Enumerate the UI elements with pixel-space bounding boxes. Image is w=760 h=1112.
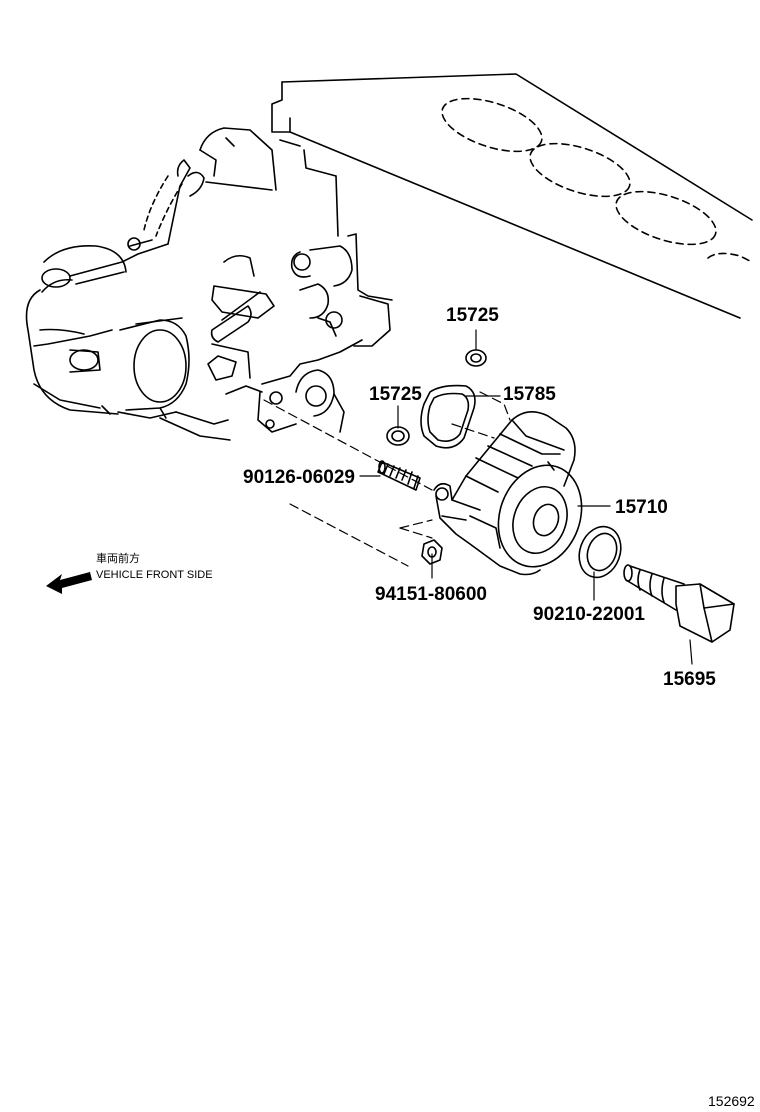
- part-label-oring: 15785: [503, 384, 556, 405]
- engine-block: [271, 73, 753, 319]
- oil-cooler-assembly: [433, 411, 583, 576]
- engine-housing: [25, 127, 393, 441]
- stud-bolt: [377, 460, 421, 491]
- part-label-nut: 94151-80600: [375, 584, 487, 605]
- part-label-gasket-lower: 15725: [369, 384, 422, 405]
- part-label-gasket-ring: 90210-22001: [533, 604, 645, 625]
- part-label-union-bolt: 15695: [663, 669, 716, 690]
- gasket-lower: [386, 426, 410, 446]
- direction-label-en: VEHICLE FRONT SIDE: [96, 569, 213, 581]
- part-label-gasket-upper: 15725: [446, 305, 499, 326]
- direction-label-jp: 車両前方: [96, 551, 140, 565]
- nut: [421, 539, 443, 565]
- part-label-stud-bolt: 90126-06029: [243, 467, 355, 488]
- oring-seal: [420, 384, 476, 449]
- part-label-cooler-assembly: 15710: [615, 497, 668, 518]
- gasket-upper: [465, 349, 487, 367]
- wiring-harness: [143, 175, 183, 237]
- figure-ref: 152692: [708, 1093, 755, 1109]
- union-bolt: [623, 564, 735, 643]
- gasket-ring: [578, 525, 622, 579]
- left-arrow-icon: [46, 572, 92, 594]
